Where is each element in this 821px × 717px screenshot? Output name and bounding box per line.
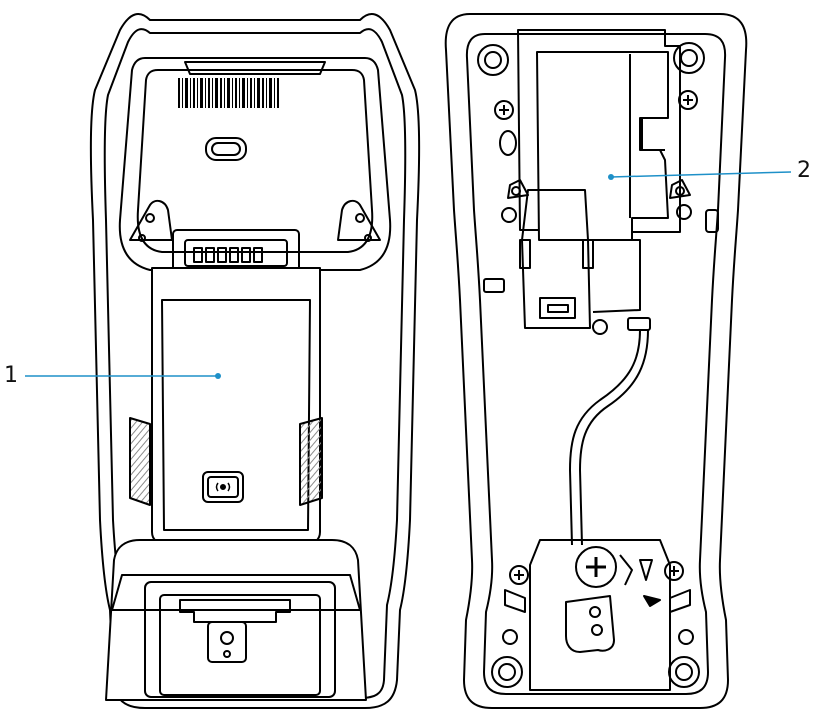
left-device-top-window-inner [136,69,374,253]
right-mount-tab [337,199,381,242]
screw-icon-bottom-left [509,565,529,585]
barcode-label [178,78,279,108]
right-device-inner-wall [465,33,727,695]
bottom-module [529,539,671,691]
callout-1-dot [215,373,221,379]
corner-boss-top-left [477,44,509,76]
right-side-grip [299,417,323,506]
bottom-cradle [105,539,367,701]
top-connector-slot [184,61,326,75]
callout-2-dot [608,174,614,180]
callout-label-2: 2 [797,158,811,183]
screw-icon-upper-right [678,90,698,110]
bottom-lock [565,595,615,653]
nfc-wireless-icon [202,471,244,503]
cradle-latch [179,599,291,623]
callout-label-1: 1 [4,363,18,388]
left-device-back-view [89,13,421,709]
left-side-grip [129,417,151,506]
left-mount-tab [129,199,173,242]
charging-contacts [172,229,300,273]
callout-2-leader [610,171,792,178]
screw-icon-upper-left [494,100,514,120]
right-device-inside-view [444,13,748,709]
left-device-top-window [118,57,392,271]
center-pill [205,137,247,161]
internal-cable [569,329,649,546]
large-screw-icon [575,546,617,588]
corner-boss-bottom-left [491,656,523,688]
screw-icon-bottom-right [664,561,684,581]
